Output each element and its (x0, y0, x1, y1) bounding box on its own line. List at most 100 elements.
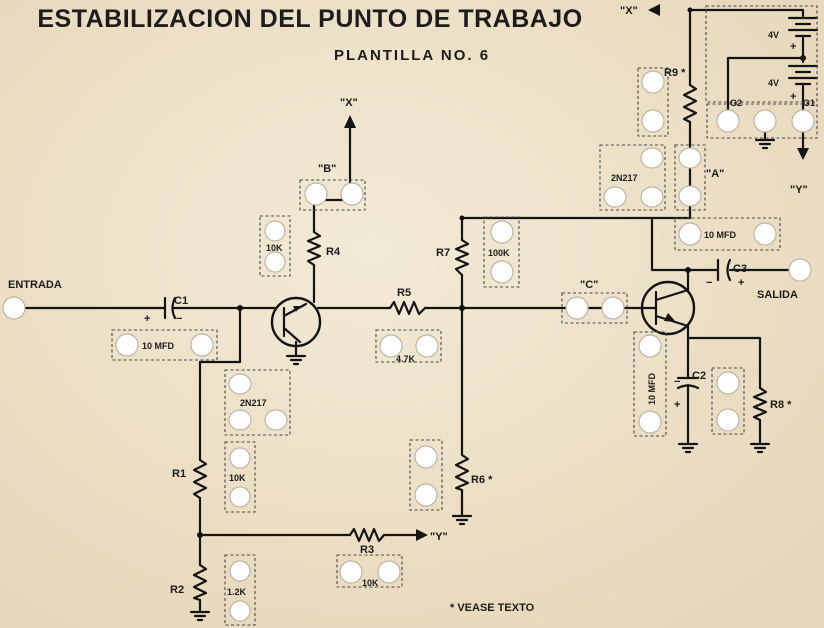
r3-clip-right (377, 560, 401, 584)
resistors (192, 83, 768, 602)
c1-plus-sign: + (144, 313, 150, 325)
r8-clip-bottom (716, 408, 740, 432)
r1-symbol (192, 458, 208, 500)
r5-clip-right (415, 334, 439, 358)
ground-icon-r8 (749, 442, 771, 454)
b-clip-right (340, 182, 364, 206)
r3-clip-box (336, 554, 403, 588)
q2-type: 2N217 (611, 173, 638, 183)
q2-clip-3 (640, 186, 664, 208)
q1-clip-1 (228, 373, 252, 395)
r8-clip-top (716, 371, 740, 395)
g1-label: G1 (803, 98, 815, 108)
signal-arrows (344, 4, 809, 541)
battery-clip-box (706, 103, 818, 139)
c3-label: C3 (733, 263, 747, 275)
c3-clip-box (674, 217, 781, 251)
salida-terminal-clip[interactable] (788, 258, 812, 282)
r7-clip-top (490, 220, 514, 244)
a-label: "A" (706, 168, 724, 180)
r2-value: 1.2K (227, 587, 247, 597)
r3-symbol (348, 527, 386, 543)
c1-plate-b (171, 296, 177, 320)
r8-symbol (752, 386, 768, 422)
q1-clip-2 (228, 409, 252, 431)
r6-clip-box (409, 439, 443, 511)
ground-clip (753, 109, 777, 133)
wiring (20, 8, 805, 614)
r6-symbol (454, 453, 470, 492)
g2-clip (716, 109, 740, 133)
clip-holes[interactable] (2, 70, 815, 622)
r5-value: 4.7K (396, 354, 416, 364)
r2-clip-top (229, 560, 251, 582)
r3-clip-left (339, 560, 363, 584)
q1-type: 2N217 (240, 398, 267, 408)
ground-icon-g1 (754, 138, 776, 150)
entrada-terminal-clip[interactable] (2, 296, 26, 320)
r9-symbol (682, 83, 698, 124)
r3-value: 10K (362, 578, 379, 588)
battery1-voltage: 4V (768, 30, 779, 40)
q2-clip-box (599, 144, 666, 211)
r6-clip-top (414, 445, 438, 469)
r7-clip-bottom (490, 260, 514, 284)
battery-stack (787, 16, 819, 86)
x-arrow-icon (344, 115, 356, 128)
r2-clip-box (224, 554, 256, 626)
r5-symbol (388, 300, 427, 316)
c3-clip-right (753, 222, 777, 246)
r7-label: R7 (436, 247, 450, 259)
entrada-label: ENTRADA (8, 279, 62, 291)
ground-icon-c2 (677, 442, 699, 454)
c2-value: 10 MFD (647, 372, 657, 405)
g2-label: G2 (730, 98, 742, 108)
r4-clip-top (264, 220, 286, 242)
r9-label: R9 * (664, 67, 686, 79)
a-clip-bottom (678, 185, 702, 207)
page-title: ESTABILIZACION DEL PUNTO DE TRABAJO (37, 5, 582, 33)
x-label-mid: "X" (340, 97, 358, 109)
r2-symbol (192, 563, 208, 602)
r1-clip-bottom (229, 486, 251, 508)
q1-clip-box (224, 369, 291, 436)
r1-clip-top (229, 447, 251, 469)
c-clip-left (565, 296, 589, 320)
c1-label: C1 (174, 295, 188, 307)
transistor-q1-symbol (270, 296, 322, 348)
y-label-right: "Y" (790, 184, 808, 196)
r6-label: R6 * (471, 474, 493, 486)
b-clip-box (299, 179, 366, 211)
r7-clip-box (483, 216, 520, 288)
y-label-bottom: "Y" (430, 531, 448, 543)
transistor-q2-symbol (636, 280, 696, 336)
ground-symbols (189, 138, 776, 622)
c-label: "C" (580, 279, 598, 291)
c3-minus-sign: − (706, 277, 712, 289)
r5-clip-left (379, 334, 403, 358)
a-clip-box (674, 144, 706, 211)
junctions (197, 7, 806, 538)
c2-label: C2 (692, 370, 706, 382)
r1-label: R1 (172, 468, 186, 480)
q1-clip-3 (264, 409, 288, 431)
b-label: "B" (318, 163, 336, 175)
c-clip-right (601, 296, 625, 320)
c1-clip-right (190, 333, 214, 357)
capacitors (163, 258, 732, 390)
c1-clip-left (115, 333, 139, 357)
q2-clip-2 (603, 186, 627, 208)
battery-area-box (705, 5, 818, 103)
r7-value: 100K (488, 248, 510, 258)
c2-clip-bottom (638, 410, 662, 434)
r6-clip-bottom (414, 483, 438, 507)
g1-clip (791, 109, 815, 133)
r4-clip-bottom (264, 251, 286, 273)
battery2-plus-sign: + (790, 91, 796, 103)
r1-clip-box (224, 441, 256, 513)
c3-value: 10 MFD (704, 230, 737, 240)
r5-label: R5 (397, 287, 411, 299)
c3-clip-left (678, 222, 702, 246)
